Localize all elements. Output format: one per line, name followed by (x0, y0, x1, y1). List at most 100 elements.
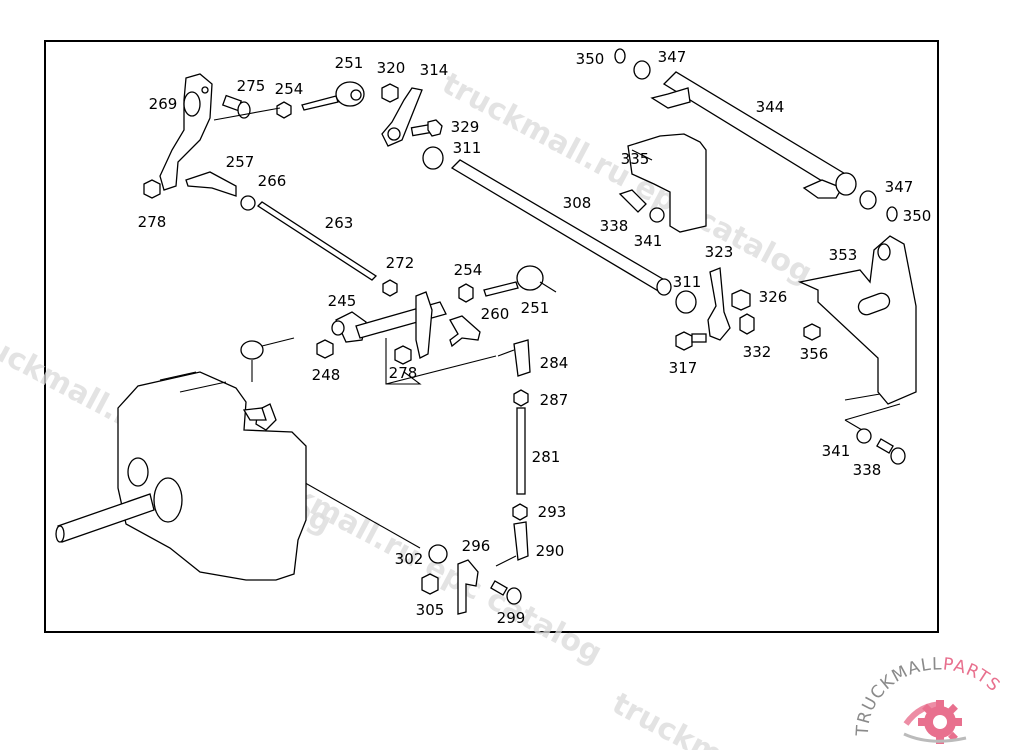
callout-257[interactable]: 257 (226, 153, 255, 171)
part-278-nut-drawing (143, 179, 161, 199)
part-341-washer-drawing (649, 207, 665, 223)
callout-299[interactable]: 299 (497, 609, 526, 627)
part-311-bushing-drawing (675, 290, 697, 314)
callout-311[interactable]: 311 (673, 273, 702, 291)
part-266-nut-drawing (240, 195, 256, 211)
callout-341[interactable]: 341 (634, 232, 663, 250)
leader-line (385, 355, 497, 385)
part-269-lever-drawing (159, 73, 213, 191)
leader-line (213, 107, 281, 121)
callout-347[interactable]: 347 (658, 48, 687, 66)
callout-314[interactable]: 314 (420, 61, 449, 79)
callout-305[interactable]: 305 (416, 601, 445, 619)
part-251-ball-joint-drawing (301, 81, 365, 111)
part-263-rod-drawing (256, 201, 378, 281)
callout-254[interactable]: 254 (454, 261, 483, 279)
part-302-bushing-drawing (428, 544, 448, 564)
part-296-bracket-drawing (457, 559, 479, 615)
callout-251[interactable]: 251 (521, 299, 550, 317)
part-278-nut-drawing (394, 345, 412, 365)
transmission-housing-drawing (55, 337, 307, 581)
callout-272[interactable]: 272 (386, 254, 415, 272)
part-305-nut-drawing (421, 573, 439, 595)
callout-356[interactable]: 356 (800, 345, 829, 363)
callout-320[interactable]: 320 (377, 59, 406, 77)
callout-293[interactable]: 293 (538, 503, 567, 521)
part-293-nut-drawing (512, 503, 528, 521)
callout-263[interactable]: 263 (325, 214, 354, 232)
leader-line (844, 393, 901, 431)
callout-323[interactable]: 323 (705, 243, 734, 261)
part-290-rod-end-drawing (495, 521, 529, 567)
part-338-bolt-drawing (876, 438, 906, 465)
part-254-nut-drawing (276, 101, 292, 119)
callout-284[interactable]: 284 (540, 354, 569, 372)
part-254-nut-drawing (458, 283, 474, 303)
callout-269[interactable]: 269 (149, 95, 178, 113)
callout-254[interactable]: 254 (275, 80, 304, 98)
part-326-nut-drawing (731, 289, 751, 311)
part-329-bolt-drawing (410, 119, 443, 137)
part-245-shaft-drawing (331, 291, 447, 359)
part-248-nut-drawing (316, 339, 334, 359)
callout-311[interactable]: 311 (453, 139, 482, 157)
part-335-bracket-drawing (627, 133, 707, 233)
callout-350[interactable]: 350 (903, 207, 932, 225)
callout-338[interactable]: 338 (600, 217, 629, 235)
callout-353[interactable]: 353 (829, 246, 858, 264)
callout-344[interactable]: 344 (756, 98, 785, 116)
callout-281[interactable]: 281 (532, 448, 561, 466)
part-275-bolt-drawing (221, 94, 251, 119)
part-314-lever-drawing (381, 87, 423, 147)
part-287-nut-drawing (513, 389, 529, 407)
callout-329[interactable]: 329 (451, 118, 480, 136)
leader-line (299, 479, 421, 549)
callout-326[interactable]: 326 (759, 288, 788, 306)
part-353-mounting-plate-drawing (797, 235, 917, 405)
part-260-link-drawing (449, 315, 481, 348)
callout-260[interactable]: 260 (481, 305, 510, 323)
part-323-lever-drawing (707, 267, 731, 341)
callout-296[interactable]: 296 (462, 537, 491, 555)
part-272-nut-drawing (382, 279, 398, 297)
callout-332[interactable]: 332 (743, 343, 772, 361)
part-320-nut-drawing (381, 83, 399, 103)
callout-350[interactable]: 350 (576, 50, 605, 68)
callout-287[interactable]: 287 (540, 391, 569, 409)
callout-278[interactable]: 278 (389, 364, 418, 382)
callout-266[interactable]: 266 (258, 172, 287, 190)
callout-290[interactable]: 290 (536, 542, 565, 560)
callout-248[interactable]: 248 (312, 366, 341, 384)
part-281-rod-drawing (516, 407, 526, 495)
callout-308[interactable]: 308 (563, 194, 592, 212)
callout-347[interactable]: 347 (885, 178, 914, 196)
callout-251[interactable]: 251 (335, 54, 364, 72)
part-356-nut-drawing (803, 323, 821, 341)
part-308-shaft-drawing (450, 159, 672, 296)
part-299-bolt-drawing (490, 580, 522, 605)
callout-317[interactable]: 317 (669, 359, 698, 377)
part-284-rod-end-drawing (497, 339, 531, 377)
part-257-rod-end-drawing (185, 171, 237, 197)
part-311-bushing-drawing (422, 146, 444, 170)
callout-302[interactable]: 302 (395, 550, 424, 568)
gear-icon (903, 700, 967, 744)
callout-275[interactable]: 275 (237, 77, 266, 95)
callout-338[interactable]: 338 (853, 461, 882, 479)
part-338-bolt-drawing (618, 189, 647, 213)
callout-341[interactable]: 341 (822, 442, 851, 460)
part-332-nut-drawing (739, 313, 755, 335)
callout-335[interactable]: 335 (621, 150, 650, 168)
callout-278[interactable]: 278 (138, 213, 167, 231)
part-317-bolt-drawing (675, 331, 707, 351)
callout-245[interactable]: 245 (328, 292, 357, 310)
diagram-frame (44, 40, 939, 633)
part-drawings (55, 48, 917, 615)
leader-line (385, 338, 422, 385)
part-251-ball-joint-drawing (483, 265, 557, 297)
truckmallparts-logo: TRUCKMALLPARTS (850, 648, 1020, 748)
part-344-shift-tube-drawing (614, 48, 898, 222)
